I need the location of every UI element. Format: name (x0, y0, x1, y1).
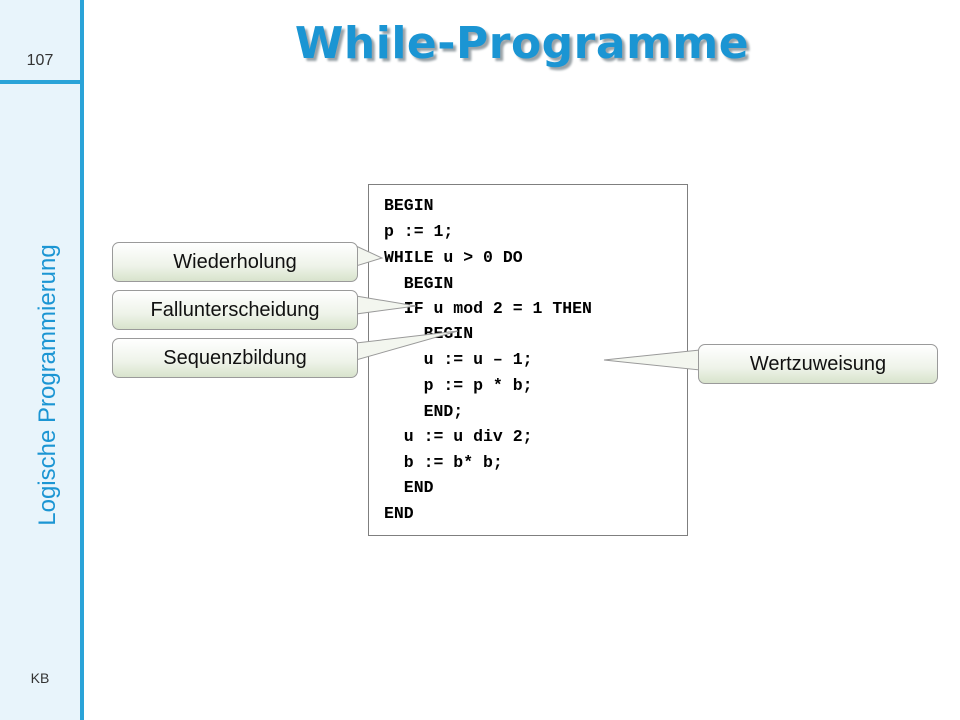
author-initials: KB (30, 670, 50, 686)
pointer-wertzuweisung (603, 349, 701, 371)
code-line: BEGIN (384, 196, 434, 215)
slide-title: While-Programme (294, 18, 750, 69)
callout-wiederholung: Wiederholung (112, 242, 358, 282)
code-line: IF u mod 2 = 1 THEN (384, 299, 592, 318)
callout-sequenzbildung: Sequenzbildung (112, 338, 358, 378)
code-line: u := u – 1; (384, 350, 533, 369)
code-line: b := b* b; (384, 453, 503, 472)
pointer-fallunterscheidung (355, 295, 417, 315)
code-line: p := 1; (384, 222, 454, 241)
code-line: u := u div 2; (384, 427, 533, 446)
pointer-sequenzbildung (355, 330, 459, 361)
horizontal-rule (0, 80, 84, 84)
left-band (0, 0, 80, 720)
code-line: END; (384, 402, 464, 421)
code-line: WHILE u > 0 DO (384, 248, 523, 267)
callout-wertzuweisung: Wertzuweisung (698, 344, 938, 384)
pointer-wiederholung (355, 245, 384, 267)
code-line: p := p * b; (384, 376, 533, 395)
code-line: END (384, 478, 434, 497)
code-line: BEGIN (384, 274, 454, 293)
callout-fallunterscheidung: Fallunterscheidung (112, 290, 358, 330)
slide-number: 107 (26, 52, 54, 69)
vertical-rule (80, 0, 84, 720)
code-line: END (384, 504, 414, 523)
